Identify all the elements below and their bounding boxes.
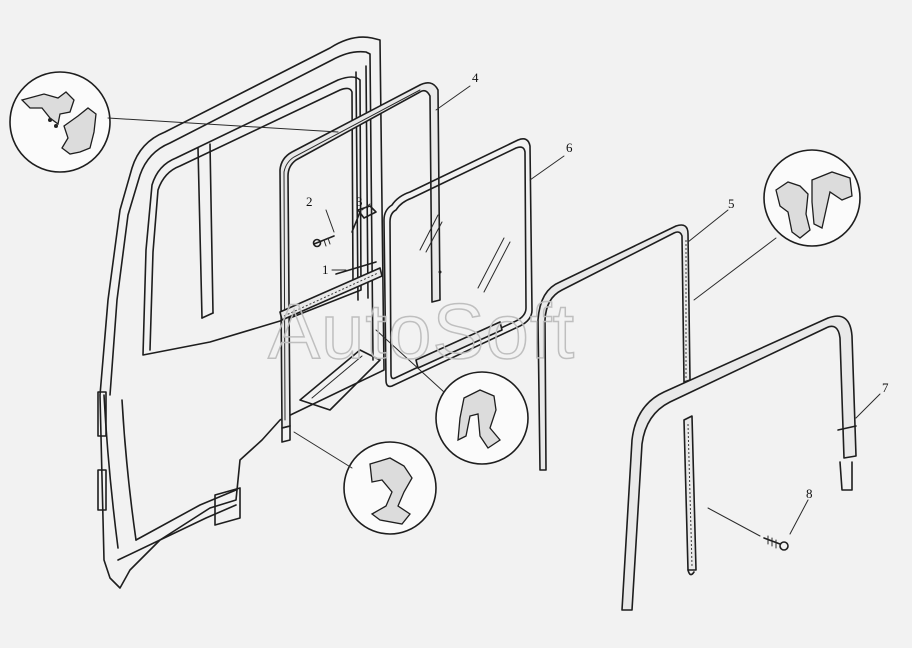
callout-6: 6 [566, 140, 573, 155]
door-body [97, 36, 385, 589]
callout-5: 5 [728, 196, 735, 211]
leader-right [693, 237, 777, 301]
leader-bottom [293, 431, 353, 469]
watermark: AutoSoft [268, 287, 575, 375]
detail-circle-middle [435, 371, 529, 465]
callout-1: 1 [322, 262, 329, 277]
screw-item-8 [707, 507, 789, 551]
callout-leaders [325, 85, 881, 535]
leader-middle [375, 329, 445, 393]
detail-circle-top-left [9, 71, 111, 173]
leader-top-left [107, 117, 339, 133]
detail-circle-bottom [343, 441, 437, 535]
glass-guide-seal [537, 224, 691, 471]
outer-window-frame [621, 315, 857, 611]
callout-2: 2 [306, 194, 313, 209]
callout-8: 8 [806, 486, 813, 501]
callout-7: 7 [882, 380, 889, 395]
door-glass [383, 138, 533, 388]
glass-run-channel [279, 82, 441, 443]
detail-circle-right [763, 149, 861, 247]
callout-4: 4 [472, 70, 479, 85]
callout-3: 3 [356, 194, 363, 209]
